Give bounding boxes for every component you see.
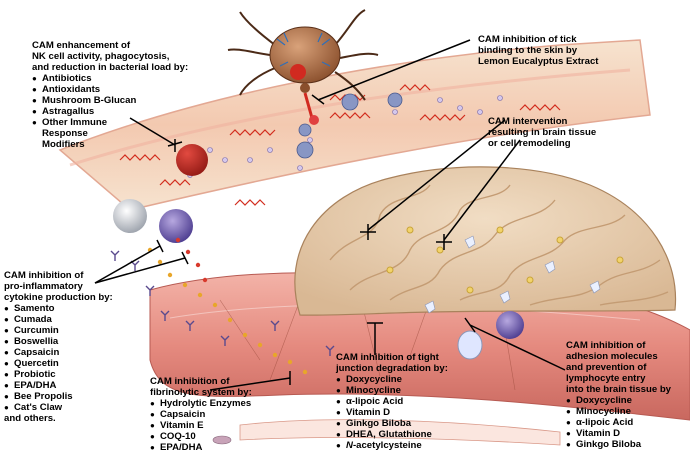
tick-icon: [227, 9, 379, 125]
list-item: Hydrolytic Enzymes: [150, 398, 252, 409]
cytokine-line-1: CAM inhibition of: [4, 270, 84, 281]
list-item: Doxycycline: [336, 374, 448, 385]
brain-line-2: resulting in brain tissue: [488, 127, 597, 138]
brain-line-1: CAM intervention: [488, 116, 568, 127]
list-item: Curcumin: [4, 325, 113, 336]
cytokine-inhibition-label: CAM inhibition of pro-inflammatory cytok…: [4, 270, 113, 424]
list-item: Minocycline: [336, 385, 448, 396]
bacteria: [119, 84, 561, 206]
list-item: Other Immune: [32, 117, 188, 128]
brain-line-3: or cell remodeling: [488, 138, 571, 149]
list-item: N-acetylcysteine: [336, 440, 448, 451]
list-item: Doxycycline: [566, 395, 671, 406]
list-item: Capsaicin: [150, 409, 252, 420]
crossing-cell: [457, 330, 483, 360]
tight-junction-line-1: CAM inhibition of tight: [336, 352, 439, 363]
fibrinolytic-line-2: fibrinolytic system by:: [150, 387, 252, 398]
list-item: Antioxidants: [32, 84, 188, 95]
list-item: Minocycline: [566, 406, 671, 417]
list-item: Ginkgo Biloba: [336, 418, 448, 429]
red-blood-cell: [176, 144, 208, 176]
nk-continuation-2: Modifiers: [42, 139, 85, 150]
fibrinolytic-list: Hydrolytic Enzymes Capsaicin Vitamin E C…: [150, 398, 252, 453]
list-item: Boswellia: [4, 336, 113, 347]
nk-continuation-1: Response: [42, 128, 88, 139]
tick-inhibition-label: CAM inhibition of tick binding to the sk…: [478, 34, 599, 67]
fibrinolytic-line-1: CAM inhibition of: [150, 376, 230, 387]
cytokine-tail: and others.: [4, 413, 56, 424]
cytokines: [147, 247, 308, 375]
tick-line-2: binding to the skin by: [478, 45, 578, 56]
list-item: Probiotic: [4, 369, 113, 380]
adhesion-line-3: and prevention of: [566, 362, 647, 373]
fibrinolytic-inhibition-label: CAM inhibition of fibrinolytic system by…: [150, 376, 252, 453]
tight-junction-list: Doxycycline Minocycline α-lipoic Acid Vi…: [336, 374, 448, 451]
adhesion-line-4: lymphocyte entry: [566, 373, 646, 384]
adhesion-line-2: adhesion molecules: [566, 351, 658, 362]
list-item: EPA/DHA: [4, 380, 113, 391]
list-item: Astragallus: [32, 106, 188, 117]
red-dots: [175, 237, 208, 283]
list-item: EPA/DHA: [150, 442, 252, 453]
list-item: Bee Propolis: [4, 391, 113, 402]
adhesion-line-1: CAM inhibition of: [566, 340, 646, 351]
list-item: Cumada: [4, 314, 113, 325]
adhesion-inhibition-label: CAM inhibition of adhesion molecules and…: [566, 340, 671, 450]
list-item: Cat's Claw: [4, 402, 113, 413]
antibodies: [110, 250, 335, 356]
list-item: Quercetin: [4, 358, 113, 369]
pointers: [94, 39, 566, 391]
list-item: Capsaicin: [4, 347, 113, 358]
lymphocyte-right: [496, 311, 524, 339]
nk-list: Antibiotics Antioxidants Mushroom B-Gluc…: [32, 73, 188, 128]
white-cell: [113, 199, 147, 233]
adhesion-list: Doxycycline Minocycline α-lipoic Acid Vi…: [566, 395, 671, 450]
list-item: DHEA, Glutathione: [336, 429, 448, 440]
tick-line-1: CAM inhibition of tick: [478, 34, 577, 45]
spiky-cells: [296, 92, 403, 159]
brain: [294, 166, 677, 316]
list-item: Vitamin D: [336, 407, 448, 418]
n-suffix: -acetylcysteine: [352, 440, 422, 451]
list-item: Mushroom B-Glucan: [32, 95, 188, 106]
list-item: α-lipoic Acid: [336, 396, 448, 407]
list-item: Antibiotics: [32, 73, 188, 84]
nk-enhancement-label: CAM enhancement of NK cell activity, pha…: [32, 40, 188, 150]
glial-cells: [386, 226, 624, 294]
list-item: α-lipoic Acid: [566, 417, 671, 428]
nk-line-1: CAM enhancement of: [32, 40, 131, 51]
adhesion-line-5: into the brain tissue by: [566, 384, 672, 395]
brain-folds: [329, 184, 669, 306]
cytokine-list: Samento Cumada Curcumin Boswellia Capsai…: [4, 303, 113, 413]
nk-line-3: and reduction in bacterial load by:: [32, 62, 189, 73]
list-item: Samento: [4, 303, 113, 314]
tight-junction-inhibition-label: CAM inhibition of tight junction degrada…: [336, 352, 448, 451]
list-item: Vitamin E: [150, 420, 252, 431]
n-prefix: N: [346, 440, 353, 451]
list-item: Vitamin D: [566, 428, 671, 439]
tick-line-3: Lemon Eucalyptus Extract: [478, 56, 599, 67]
lymphocyte: [159, 209, 193, 243]
microglia: [424, 235, 601, 314]
tight-junction-line-2: junction degradation by:: [336, 363, 448, 374]
list-item: COQ-10: [150, 431, 252, 442]
list-item: Ginkgo Biloba: [566, 439, 671, 450]
brain-remodeling-label: CAM intervention resulting in brain tiss…: [488, 116, 596, 149]
nk-line-2: NK cell activity, phagocytosis,: [32, 51, 170, 62]
cytokine-line-2: pro-inflammatory: [4, 281, 83, 292]
cytokine-line-3: cytokine production by:: [4, 292, 113, 303]
